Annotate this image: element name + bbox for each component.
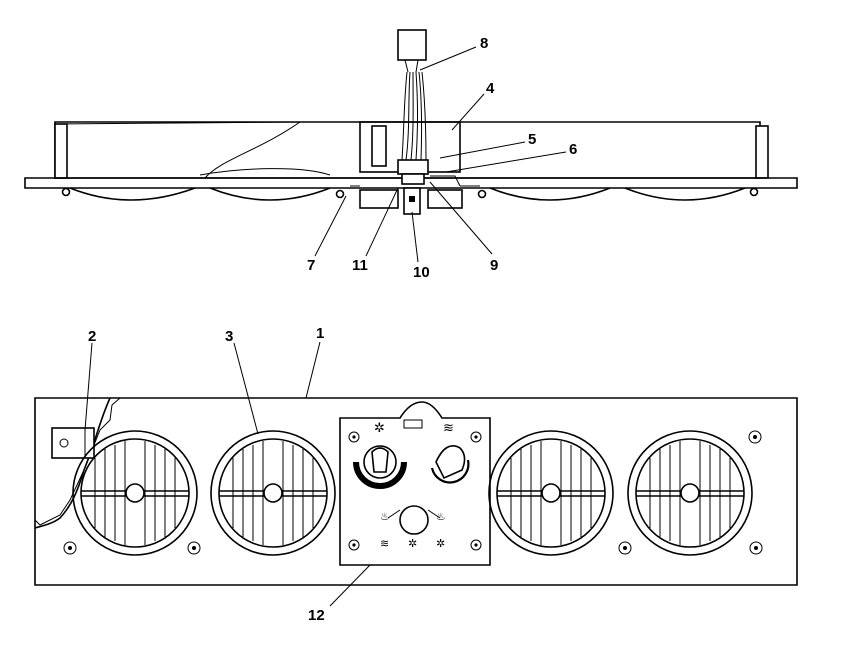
vent-right-icon: ♨ [436,510,446,523]
temperature-knob[interactable] [430,445,470,484]
callout-4: 4 [486,80,495,97]
connector-plug [397,29,427,61]
front-view: ✲ ≋ ♨ ♨ ≋ ✲ ✲ [34,341,798,607]
callout-6: 6 [569,141,577,158]
mounting-screws [63,430,763,555]
fan-mode-icon-2: ✲ [436,537,445,550]
callout-12: 12 [308,607,325,624]
fan-4 [627,430,753,556]
control-panel: ✲ ≋ ♨ ♨ ≋ ✲ ✲ [339,401,491,566]
fan-bulge-2 [209,187,331,201]
fan-icon: ✲ [374,421,385,436]
heat-icon: ≋ [443,421,454,436]
callout-8: 8 [480,35,488,52]
mode-knob[interactable] [387,505,441,535]
side-view [24,29,798,263]
callout-9: 9 [490,257,498,274]
fan-3 [488,430,614,556]
heat-mode-icon: ≋ [380,537,389,550]
fan-bulge-4 [624,187,746,201]
control-housing-left [371,125,387,167]
fan-speed-knob[interactable] [353,445,407,489]
callout-5: 5 [528,131,536,148]
wire-harness [401,71,427,161]
callout-11: 11 [352,257,368,274]
switch-base [397,159,429,175]
side-leaders [314,46,567,263]
base-plate [24,177,798,189]
callout-3: 3 [225,328,233,345]
fan-mode-icon: ✲ [408,537,417,550]
left-post [54,123,68,179]
callout-7: 7 [307,257,315,274]
vent-left-icon: ♨ [380,510,390,523]
callout-1: 1 [316,325,324,342]
knob-side-left [359,189,399,209]
front-panel [34,397,798,586]
callout-10: 10 [413,264,430,281]
front-leaders [84,341,371,607]
callout-2: 2 [88,328,96,345]
fan-2 [210,430,336,556]
fan-bulge-1 [69,187,196,201]
callout-labels: 8 4 5 6 7 11 10 9 2 3 1 12 [88,35,577,624]
right-post [755,125,769,179]
fan-bulge-3 [489,187,611,201]
fan-1 [72,430,198,556]
